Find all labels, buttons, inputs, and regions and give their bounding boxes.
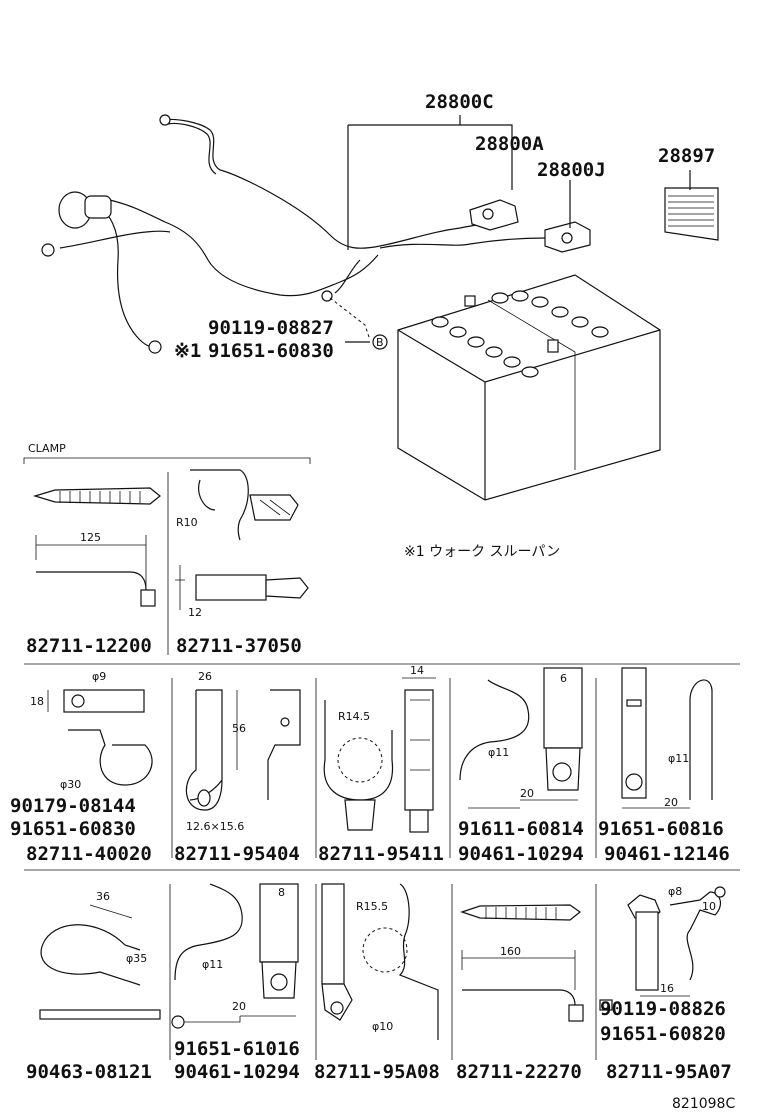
part-82711-12200: 82711-12200	[26, 635, 152, 657]
part-82711-22270: 82711-22270	[456, 1061, 582, 1083]
dim-r15-5: R15.5	[356, 900, 388, 913]
dim-phi35: φ35	[126, 952, 147, 965]
dim-r14-5: R14.5	[338, 710, 370, 723]
dim-14: 14	[410, 664, 424, 677]
b-symbol-icon	[372, 334, 388, 350]
clamp-82711-95a08-drawing: R15.5 φ10	[321, 883, 439, 1040]
clamp-82711-40020-drawing: 18 φ9 φ30	[30, 670, 153, 791]
part-91651-60820: 91651-60820	[600, 1023, 726, 1045]
part-90461-12146: 90461-12146	[604, 843, 730, 865]
part-82711-95411: 82711-95411	[318, 843, 444, 865]
part-90461-10294-b: 90461-10294	[174, 1061, 300, 1083]
part-91651-60816: 91651-60816	[598, 818, 724, 840]
part-91651-61016: 91651-61016	[174, 1038, 300, 1060]
callout-nut-mark: ※1	[174, 340, 201, 362]
clamp-90461-10294-drawing: 6 φ11 20	[459, 667, 583, 809]
part-90119-08826: 90119-08826	[600, 998, 726, 1020]
dim-20-c: 20	[232, 1000, 246, 1013]
part-90461-10294-a: 90461-10294	[458, 843, 584, 865]
clamp-82711-95411-drawing: R14.5 14	[323, 664, 436, 833]
battery-caps	[431, 290, 609, 378]
part-82711-95a07: 82711-95A07	[606, 1061, 732, 1083]
part-82711-95a08: 82711-95A08	[314, 1061, 440, 1083]
dim-phi11-a: φ11	[488, 746, 509, 759]
dim-18: 18	[30, 695, 44, 708]
battery-harness-drawing	[41, 114, 719, 501]
tag-8: 8	[278, 886, 285, 899]
dim-r10: R10	[176, 516, 198, 529]
callout-28800j: 28800J	[537, 159, 606, 181]
dim-160: 160	[500, 945, 521, 958]
clamp-title: CLAMP	[28, 442, 66, 455]
clamp-90461-10294-b-drawing: 8 φ11 20	[171, 883, 299, 1029]
part-82711-40020: 82711-40020	[26, 843, 152, 865]
walk-through-pan-note: ※1 ウォーク スルーパン	[404, 544, 560, 560]
part-91651-60830: 91651-60830	[10, 818, 136, 840]
diagram-code: 821098C	[672, 1096, 735, 1112]
dim-phi11-c: φ11	[202, 958, 223, 971]
callout-nut: 91651-60830	[208, 340, 334, 362]
dim-phi11-b: φ11	[668, 752, 689, 765]
dim-12: 12	[188, 606, 202, 619]
dim-phi30: φ30	[60, 778, 81, 791]
dim-phi10: φ10	[372, 1020, 393, 1033]
clamp-82711-95404-drawing: 26 56 12.6×15.6	[185, 670, 301, 833]
part-82711-95404: 82711-95404	[174, 843, 300, 865]
clamp-90463-08121-drawing: 36 φ35	[39, 890, 161, 1020]
clamp-82711-12200-drawing: 125	[32, 487, 161, 607]
callout-28800c: 28800C	[425, 91, 494, 113]
dim-36: 36	[96, 890, 110, 903]
dim-16: 16	[660, 982, 674, 995]
part-82711-37050: 82711-37050	[176, 635, 302, 657]
dim-26: 26	[198, 670, 212, 683]
dim-phi8: φ8	[668, 885, 682, 898]
callout-28800a: 28800A	[475, 133, 544, 155]
dim-56: 56	[232, 722, 246, 735]
tag-6: 6	[560, 672, 567, 685]
dim-phi9: φ9	[92, 670, 106, 683]
clamp-82711-37050-drawing: R10 12	[175, 469, 309, 619]
dim-125: 125	[80, 531, 101, 544]
part-90179-08144: 90179-08144	[10, 795, 136, 817]
callout-bolt: 90119-08827	[208, 317, 334, 339]
callout-28897: 28897	[658, 145, 715, 167]
dim-20-a: 20	[520, 787, 534, 800]
part-90463-08121: 90463-08121	[26, 1061, 152, 1083]
callout-nut-symbol: B	[376, 336, 384, 349]
dim-slot: 12.6×15.6	[186, 820, 244, 833]
clamp-82711-95a07-drawing: φ8 10 16	[599, 885, 726, 1011]
clamp-82711-22270-drawing: 160	[460, 904, 584, 1022]
clamp-90461-12146-drawing: φ11 20	[621, 667, 713, 809]
dim-20-b: 20	[664, 796, 678, 809]
dim-10: 10	[702, 900, 716, 913]
part-91611-60814: 91611-60814	[458, 818, 584, 840]
